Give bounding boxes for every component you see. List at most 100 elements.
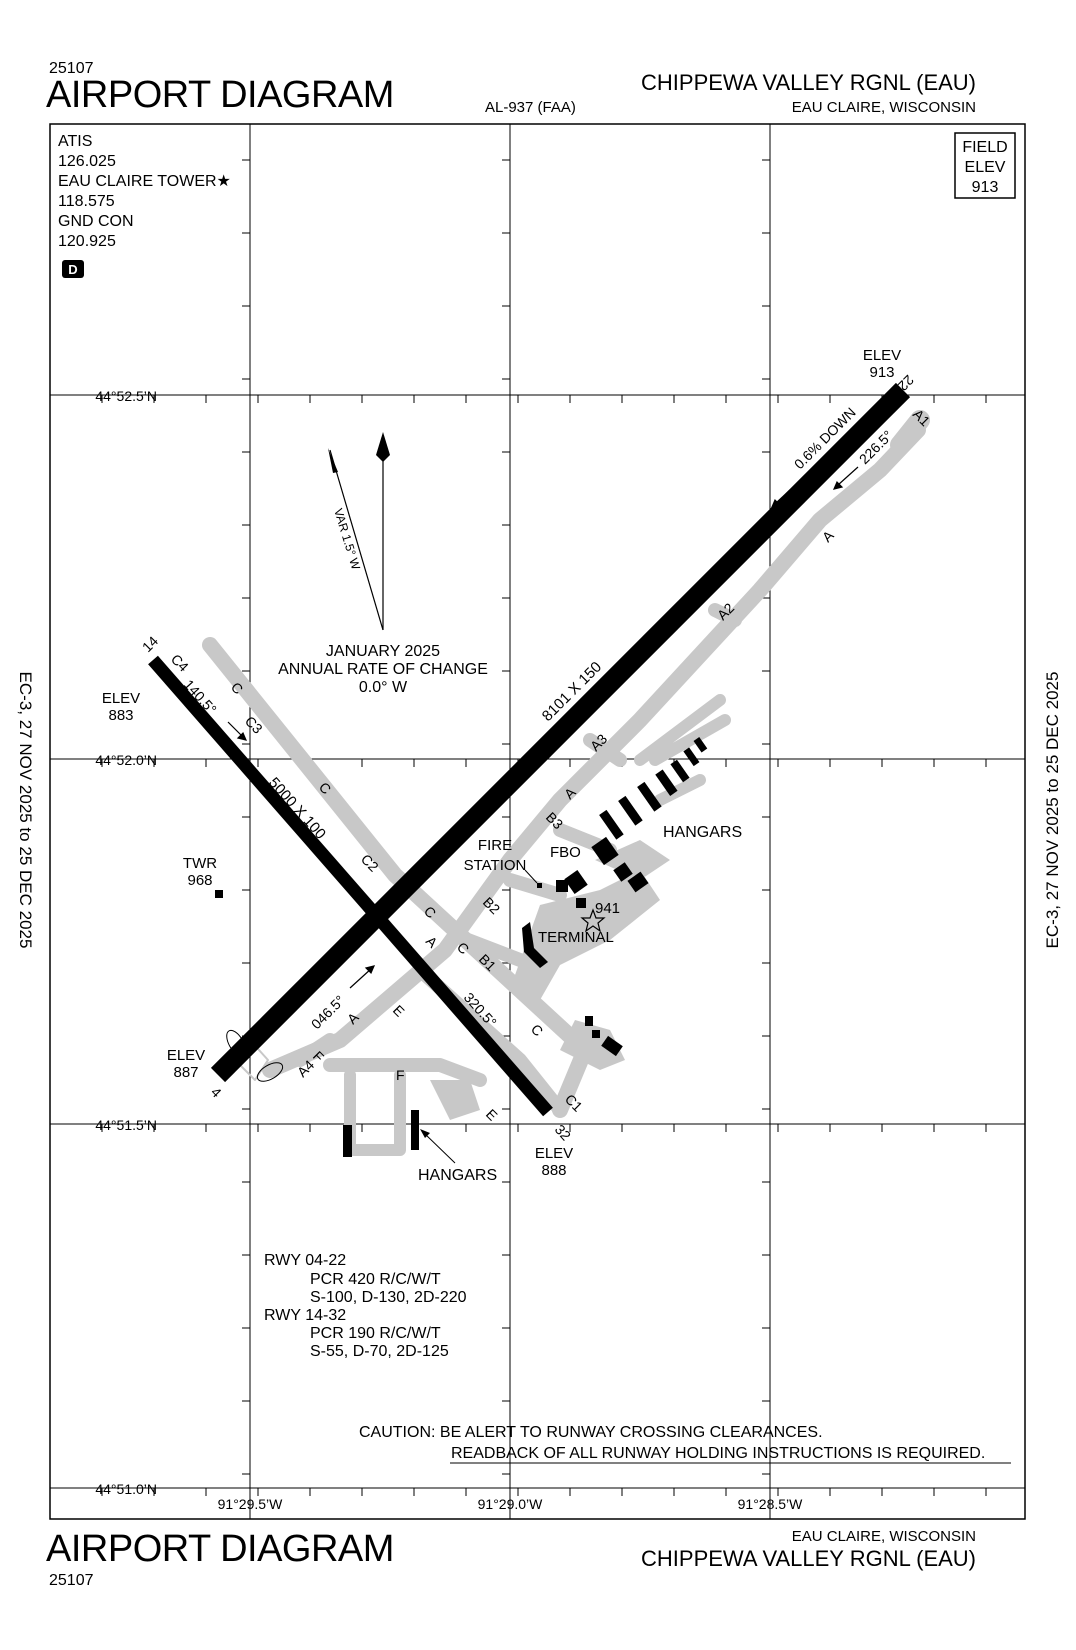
pcr-line: S-55, D-70, 2D-125 <box>310 1343 449 1360</box>
fire-station-pointer <box>524 869 538 884</box>
taxiway-label: F <box>396 1067 405 1083</box>
readback-text: READBACK OF ALL RUNWAY HOLDING INSTRUCTI… <box>451 1445 985 1462</box>
magnetic-north-arrow-icon <box>328 448 338 473</box>
fire-station-icon <box>537 883 542 888</box>
terminal-label: TERMINAL <box>538 929 614 946</box>
hangars-arrow-icon <box>420 1129 430 1138</box>
hangars-label-south: HANGARS <box>418 1167 497 1184</box>
pcr-block: RWY 04-22 PCR 420 R/C/W/T S-100, D-130, … <box>264 1252 467 1360</box>
comms-line: EAU CLAIRE TOWER★ <box>58 173 231 190</box>
comms-line: GND CON <box>58 213 134 230</box>
pcr-line: PCR 190 R/C/W/T <box>310 1325 441 1342</box>
field-elev-label: FIELD <box>962 139 1007 156</box>
comms-line: 126.025 <box>58 153 116 170</box>
field-elev-box <box>954 132 1016 199</box>
runway-heading-046: 046.5° <box>308 992 348 1032</box>
beacon-icon <box>580 908 606 933</box>
buildings <box>215 736 708 1157</box>
tower-icon <box>215 890 223 898</box>
taxiway-label: E <box>483 1106 501 1124</box>
field-elev-label: ELEV <box>965 159 1006 176</box>
pcr-line: S-100, D-130, 2D-220 <box>310 1289 467 1306</box>
south-ramp <box>430 1080 480 1120</box>
magvar-label: VAR 1.5° W <box>331 507 363 572</box>
diagram-frame <box>49 123 1026 1520</box>
footer-chart-id: 25107 <box>49 1572 94 1589</box>
grid-ticks <box>101 159 987 1496</box>
runway-14-32 <box>148 655 553 1117</box>
airport-name: CHIPPEWA VALLEY RGNL (EAU) <box>641 70 976 95</box>
lat-label: 44°51.0’N <box>95 1481 157 1497</box>
hangars-label: HANGARS <box>663 824 742 841</box>
taxiway-label: C <box>528 1021 546 1039</box>
runway-04-22 <box>210 382 911 1083</box>
elev-label-rwy4: ELEV <box>167 1047 205 1064</box>
field-elev-value: 913 <box>972 179 999 196</box>
elev-label-rwy22: ELEV <box>863 347 901 364</box>
comms-line: 118.575 <box>58 193 115 210</box>
taxiway-b2 <box>503 873 567 902</box>
footer-airport-name: CHIPPEWA VALLEY RGNL (EAU) <box>641 1546 976 1571</box>
clear-zone-marker <box>226 1029 246 1057</box>
taxiway-f <box>323 1058 487 1087</box>
elev-label-rwy14: ELEV <box>102 690 140 707</box>
hangar-apron <box>634 694 731 806</box>
direction-arrows <box>227 466 859 1017</box>
taxiway-a2 <box>708 603 742 627</box>
lat-label: 44°51.5’N <box>95 1117 157 1133</box>
procedure-id: AL-937 (FAA) <box>485 99 576 116</box>
terminal-apron <box>515 870 660 1000</box>
pcr-line: PCR 420 R/C/W/T <box>310 1271 441 1288</box>
comms-line: ATIS <box>58 133 92 150</box>
true-north-arrow-icon <box>376 432 390 462</box>
runway-end-14: 14 <box>139 633 161 655</box>
hangars-pointer <box>423 1132 456 1164</box>
magvar-date: JANUARY 2025 <box>326 643 440 660</box>
elev-label-rwy32: ELEV <box>535 1145 573 1162</box>
fire-station-label: STATION <box>464 857 527 874</box>
comms-block: ATIS 126.025 EAU CLAIRE TOWER★ 118.575 G… <box>58 133 231 250</box>
clear-zone-marker <box>256 1062 284 1082</box>
airspace-badge-label: D <box>68 262 77 277</box>
runway-end-32: 32 <box>552 1121 574 1143</box>
fbo-ramp <box>595 840 670 880</box>
taxiway-b1 <box>448 928 527 967</box>
elev-value-rwy14: 883 <box>108 707 133 724</box>
taxiway-a4 <box>293 1033 337 1067</box>
footer-city: EAU CLAIRE, WISCONSIN <box>791 1528 976 1545</box>
taxiway-a3 <box>583 733 627 767</box>
caution-text: CAUTION: BE ALERT TO RUNWAY CROSSING CLE… <box>359 1424 823 1441</box>
lat-label: 44°52.5’N <box>95 388 157 404</box>
runway-end-4: 4 <box>208 1084 225 1101</box>
city-name: EAU CLAIRE, WISCONSIN <box>791 99 976 116</box>
fbo-label: FBO <box>550 844 581 861</box>
lon-label: 91°29.0’W <box>478 1496 544 1512</box>
aprons <box>430 840 670 1120</box>
lon-label: 91°29.5’W <box>218 1496 284 1512</box>
lat-label: 44°52.0’N <box>95 752 157 768</box>
pcr-line: RWY 14-32 <box>264 1307 346 1324</box>
elev-value-rwy32: 888 <box>541 1162 566 1179</box>
taxiway-a1 <box>890 410 930 455</box>
tower-label: TWR <box>183 855 217 872</box>
beacon-elev: 941 <box>595 900 620 917</box>
magvar-rate-value: 0.0° W <box>359 679 408 696</box>
pcr-line: RWY 04-22 <box>264 1252 346 1269</box>
lon-label: 91°28.5’W <box>738 1496 804 1512</box>
footer-title: AIRPORT DIAGRAM <box>46 1528 394 1570</box>
airspace-badge <box>62 260 84 278</box>
tower-elev: 968 <box>187 872 212 889</box>
elev-value-rwy22: 913 <box>869 364 894 381</box>
comms-line: 120.925 <box>58 233 116 250</box>
fire-station-label: FIRE <box>478 837 512 854</box>
magnetic-north-line <box>329 449 384 631</box>
chart-id: 25107 <box>49 60 94 77</box>
southeast-apron <box>560 1020 625 1070</box>
page-title: AIRPORT DIAGRAM <box>46 74 394 116</box>
taxiway-c <box>202 637 593 1118</box>
taxiway-a <box>262 422 926 1078</box>
magvar-rate-label: ANNUAL RATE OF CHANGE <box>278 661 488 678</box>
elev-value-rwy4: 887 <box>173 1064 198 1081</box>
south-apron <box>344 1069 406 1156</box>
